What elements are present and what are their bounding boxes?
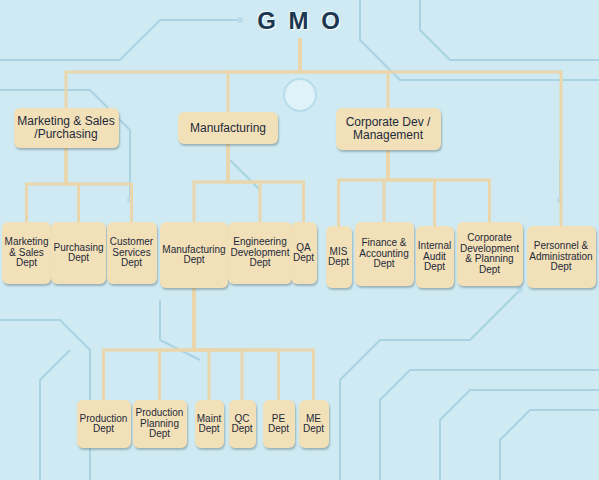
org-connector xyxy=(228,144,304,222)
top-node: G M O xyxy=(245,4,355,38)
org-connector xyxy=(300,38,561,226)
node-label: QC Dept xyxy=(231,414,254,435)
group-box: Manufacturing xyxy=(178,112,278,144)
org-connector xyxy=(66,148,132,222)
org-connector xyxy=(194,288,279,400)
node-label: Manufacturing Dept xyxy=(162,245,226,266)
dept-box: Corporate Development & Planning Dept xyxy=(457,222,523,286)
dept-box: Production Planning Dept xyxy=(133,400,187,448)
dept-box: Internal Audit Dept xyxy=(416,226,454,288)
org-connector xyxy=(194,288,209,400)
dept-box: Maint Dept xyxy=(195,400,224,448)
node-label: Purchasing Dept xyxy=(53,243,104,264)
dept-box: Engineering Development Dept xyxy=(228,222,292,284)
org-connector xyxy=(160,288,195,400)
org-connector xyxy=(388,150,490,222)
dept-box: Personnel & Administration Dept xyxy=(527,226,596,288)
node-label: Customer Services Dept xyxy=(109,237,155,269)
org-connector xyxy=(388,150,435,226)
dept-box: MIS Dept xyxy=(326,226,352,288)
org-connector xyxy=(194,288,242,400)
node-label: G M O xyxy=(257,8,343,33)
node-label: ME Dept xyxy=(301,414,327,435)
node-label: PE Dept xyxy=(265,414,293,435)
org-connector xyxy=(339,150,389,226)
node-label: Manufacturing xyxy=(190,122,266,135)
dept-box: QA Dept xyxy=(291,222,317,284)
node-label: Internal Audit Dept xyxy=(418,241,452,273)
node-label: Production Dept xyxy=(79,414,129,435)
group-box: Corporate Dev / Management xyxy=(336,108,441,150)
dept-box: Finance & Accounting Dept xyxy=(355,222,414,286)
dept-box: ME Dept xyxy=(299,400,329,448)
org-connector xyxy=(194,144,228,222)
org-connector xyxy=(228,38,300,112)
node-label: QA Dept xyxy=(293,243,315,264)
node-label: Finance & Accounting Dept xyxy=(357,238,412,270)
node-label: Corporate Development & Planning Dept xyxy=(459,233,521,275)
dept-box: Manufacturing Dept xyxy=(160,222,228,288)
node-label: Marketing & Sales Dept xyxy=(4,237,49,269)
node-label: Corporate Dev / Management xyxy=(338,116,439,141)
dept-box: QC Dept xyxy=(229,400,256,448)
node-label: Engineering Development Dept xyxy=(230,237,290,269)
node-label: Personnel & Administration Dept xyxy=(529,241,594,273)
org-connector xyxy=(104,288,195,400)
dept-box: Customer Services Dept xyxy=(107,222,157,284)
node-label: MIS Dept xyxy=(328,247,350,268)
dept-box: Marketing & Sales Dept xyxy=(2,222,51,284)
node-label: Maint Dept xyxy=(197,414,222,435)
node-label: Production Planning Dept xyxy=(135,408,185,440)
group-box: Marketing & Sales /Purchasing xyxy=(14,108,119,148)
dept-box: Purchasing Dept xyxy=(51,222,106,284)
org-connector xyxy=(194,288,314,400)
dept-box: PE Dept xyxy=(263,400,295,448)
dept-box: Production Dept xyxy=(77,400,131,448)
node-label: Marketing & Sales /Purchasing xyxy=(16,115,117,140)
org-connector xyxy=(27,148,67,222)
